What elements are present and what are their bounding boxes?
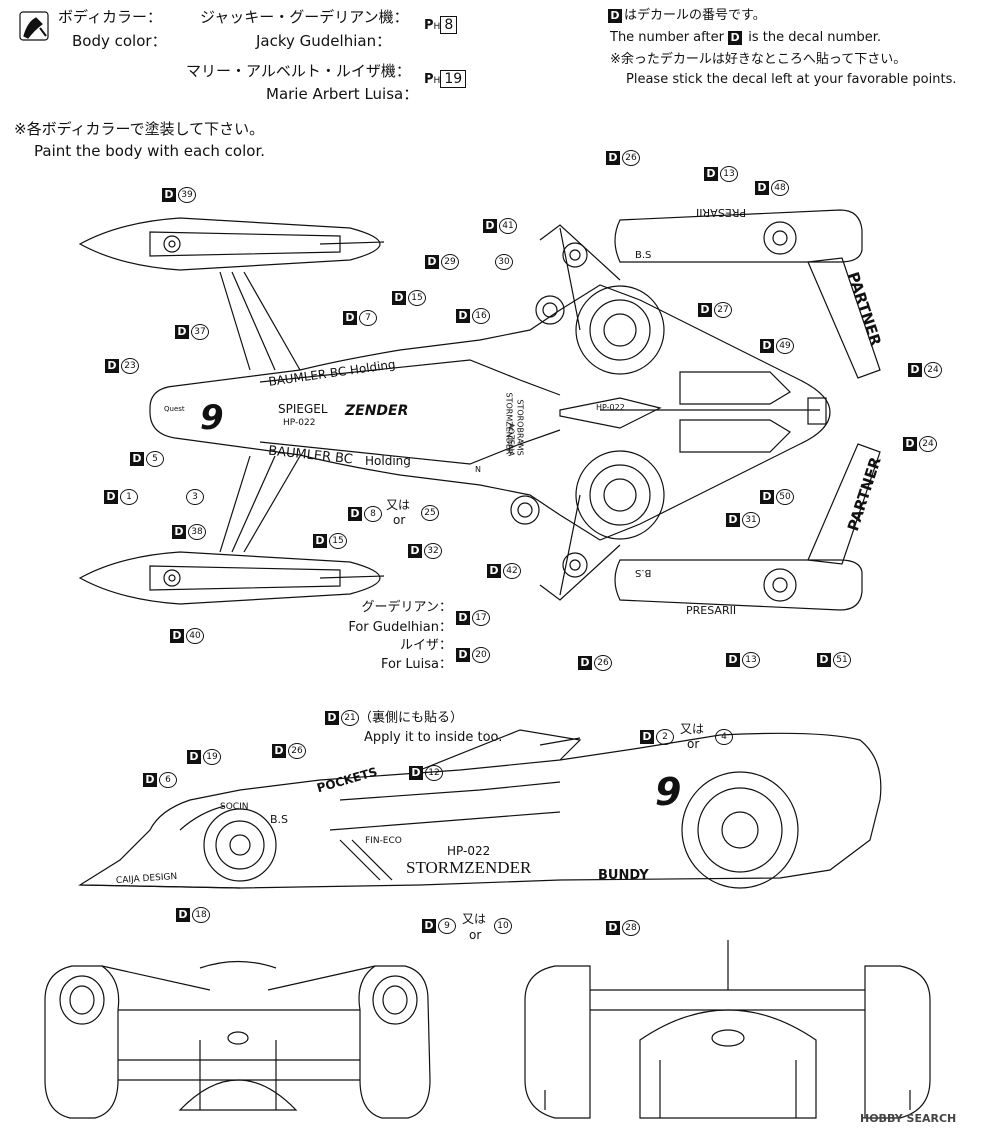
watermark-logo: HOBBY SEARCH — [860, 1112, 957, 1125]
side-text-stormzender: STORMZENDER — [406, 858, 532, 877]
decal-8-or-en: or — [393, 513, 406, 527]
decal-9-or-en: or — [469, 928, 482, 942]
car-text-hp022-rear: HP-022 — [596, 403, 625, 412]
side-view-drawing — [77, 729, 882, 889]
decal-10: 10 — [494, 918, 512, 934]
car-text-bs-bottom: B.S — [635, 567, 652, 578]
car1-name-en: Jacky Gudelhian： — [256, 32, 392, 50]
car-text-aozena: AOZENA — [506, 422, 516, 457]
paint-note-en: Paint the body with each color. — [34, 142, 265, 160]
legend-line2-en: Please stick the decal left at your favo… — [626, 72, 957, 87]
decal-2-or-en: or — [687, 737, 700, 751]
side-text-bundy: BUNDY — [598, 868, 649, 883]
car-text-bs-top: B.S — [635, 250, 652, 261]
decal-3: 3 — [186, 489, 204, 505]
car2-name-jp: マリー・アルベルト・ルイザ機： — [186, 62, 411, 80]
car2-name-en: Marie Arbert Luisa： — [266, 85, 419, 103]
car-text-n: N — [475, 465, 481, 474]
decal-4: 4 — [715, 729, 733, 745]
legend-line2-jp: ※余ったデカールは好きなところへ貼って下さい。 — [610, 52, 907, 67]
body-color-label-jp: ボディカラー： — [58, 8, 162, 26]
car-text-zender: ZENDER — [345, 403, 409, 419]
car-text-hp022-top: HP-022 — [283, 418, 316, 428]
side-text-bs: B.S — [270, 813, 289, 826]
car-text-spiegel: SPIEGEL — [278, 402, 328, 416]
rear-view-drawing — [524, 940, 931, 1119]
for-gudelhian-en: For Gudelhian： — [348, 620, 452, 635]
side-text-fin-eco: FIN-ECO — [365, 836, 402, 846]
car-text-presarii-bottom: PRESARII — [686, 604, 737, 617]
paint-brush-icon — [19, 11, 49, 41]
decal-9-or-jp: 又は — [462, 912, 487, 926]
car-number-top: 9 — [200, 398, 224, 438]
decal-25: 25 — [421, 505, 439, 521]
top-view-drawing — [78, 209, 881, 611]
for-gudelhian-jp: グーデリアン： — [361, 600, 452, 615]
decal-30: 30 — [495, 254, 513, 270]
decal-21-note: Apply it to inside too. — [364, 730, 503, 745]
body-color-label-en: Body color： — [72, 32, 167, 50]
paint-note-jp: ※各ボディカラーで塗装して下さい。 — [14, 120, 265, 138]
decal-2-or-jp: 又は — [680, 722, 705, 736]
for-luisa-jp: ルイザ： — [399, 638, 452, 653]
side-text-hp022: HP-022 — [447, 844, 491, 858]
car-text-holding: Holding — [365, 454, 411, 468]
decal-8-or-jp: 又は — [386, 498, 411, 512]
car-text-presarii-top: PRESARII — [696, 206, 747, 219]
for-luisa-en: For Luisa： — [380, 657, 452, 672]
legend-line1-en: The number after D is the decal number. — [610, 30, 881, 45]
front-view-drawing — [44, 960, 431, 1119]
car-text-quest: Quest — [164, 405, 185, 413]
car1-name-jp: ジャッキー・グーデリアン機： — [200, 8, 409, 26]
side-car-number: 9 — [655, 770, 682, 814]
side-text-socin: SOCIN — [220, 802, 249, 812]
